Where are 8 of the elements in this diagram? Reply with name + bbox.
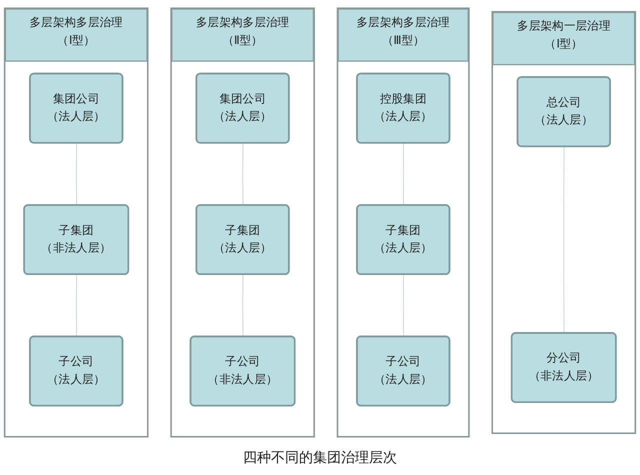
connector bbox=[76, 274, 77, 338]
caption: 四种不同的集团治理层次 bbox=[242, 450, 398, 468]
connector bbox=[563, 146, 565, 334]
connector bbox=[76, 142, 77, 206]
connector bbox=[402, 142, 404, 206]
connector bbox=[242, 274, 244, 338]
connector bbox=[242, 142, 244, 206]
connector bbox=[402, 274, 404, 338]
